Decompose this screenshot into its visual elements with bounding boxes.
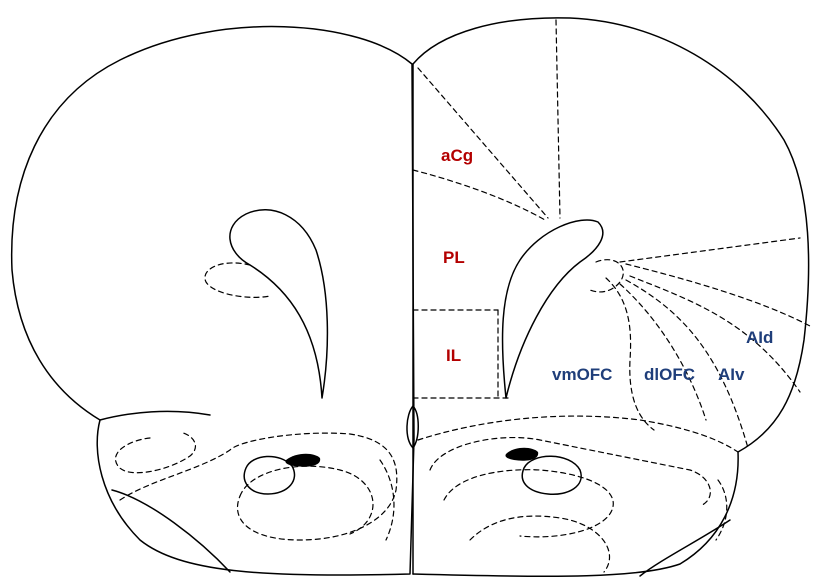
left-ventricle-horn: [205, 263, 270, 297]
label-il: IL: [446, 346, 461, 365]
boundary-aid-top: [626, 264, 810, 326]
boundary-top-radial: [556, 20, 560, 218]
boundary-dorsal-radial: [418, 68, 548, 218]
left-olfactory-inner: [120, 433, 397, 540]
right-ventral-arc: [418, 416, 738, 452]
boundary-vm-dl: [606, 278, 654, 430]
boundary-acg-pl: [413, 170, 545, 220]
label-dlofc: dlOFC: [644, 365, 695, 384]
left-dark-structure: [285, 454, 320, 467]
left-lateral-outer: [112, 490, 230, 572]
label-aiv: AIv: [718, 365, 745, 384]
right-olfactory-outer: [430, 438, 710, 506]
boundary-aid-upper: [620, 238, 800, 262]
left-lateral-inner: [380, 460, 394, 540]
label-acg: aCg: [441, 146, 473, 165]
left-olfactory-outer: [116, 432, 196, 473]
left-olfactory-ring: [240, 466, 373, 534]
label-aid: AId: [746, 328, 773, 347]
right-hemisphere: [413, 18, 810, 576]
right-olfactory-ring: [470, 516, 610, 572]
boundary-dl-aiv: [620, 284, 706, 420]
label-pl: PL: [443, 248, 465, 267]
right-ventricle-horn: [590, 260, 623, 292]
right-hemisphere-outline: [413, 18, 809, 576]
right-dark-structure: [505, 448, 538, 461]
right-lateral-outer: [640, 520, 730, 576]
label-vmofc: vmOFC: [552, 365, 612, 384]
left-hemisphere: [12, 27, 414, 576]
right-olfactory-inner: [444, 470, 613, 537]
boundary-aiv-aid-a: [626, 280, 748, 448]
left-hemisphere-outline: [12, 27, 414, 576]
left-ventricle: [230, 210, 328, 398]
right-lateral-inner: [716, 480, 727, 540]
left-cortex-boundary: [100, 411, 210, 420]
